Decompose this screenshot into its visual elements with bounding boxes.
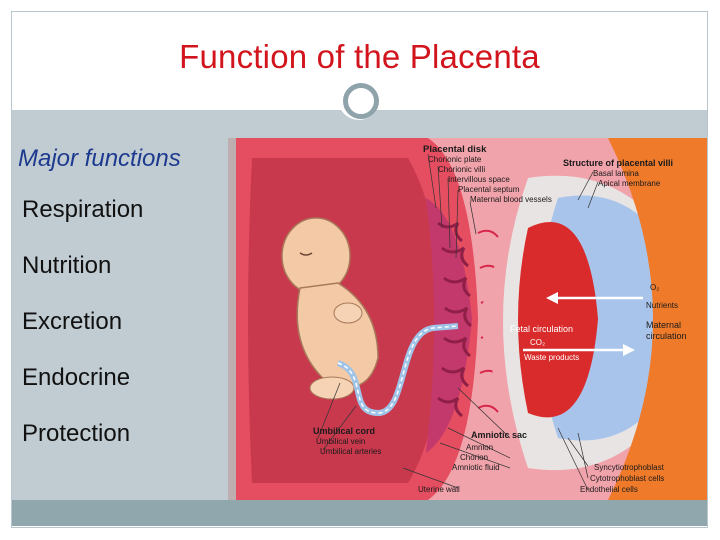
- villi-structure-title: Structure of placental villi: [563, 158, 673, 168]
- chorionic-plate-label: Chorionic plate: [428, 155, 482, 164]
- maternal-blood-vessels-label: Maternal blood vessels: [470, 195, 552, 204]
- bullet-text: Respiration: [22, 196, 144, 223]
- bullet-text: Excretion: [22, 308, 123, 335]
- syncytiotrophoblast-label: Syncytiotrophoblast: [594, 463, 665, 472]
- bullet-text: Nutrition: [22, 252, 112, 279]
- chorion-label: Chorion: [460, 453, 488, 462]
- basal-lamina-label: Basal lamina: [593, 169, 639, 178]
- maternal-circulation-line1: Maternal: [646, 320, 681, 330]
- o2-arrow-head: [546, 292, 558, 304]
- amniotic-sac-title: Amniotic sac: [471, 430, 527, 440]
- co2-arrow-head: [623, 344, 635, 356]
- umbilical-vein-label: Umbilical vein: [316, 437, 365, 446]
- umbilical-arteries-label: Umbilical arteries: [320, 447, 381, 456]
- bullet-endocrine: Endocrine: [20, 360, 143, 416]
- fetus-illustration: [281, 217, 379, 400]
- nutrients-label: Nutrients: [646, 301, 678, 310]
- fetal-circulation-label: Fetal circulation: [510, 324, 573, 334]
- function-bullet-list: Respiration Nutrition Excretion Endocrin…: [20, 192, 143, 472]
- intervillous-space-label: Intervillous space: [448, 175, 510, 184]
- divider-circle-icon: [343, 83, 379, 119]
- placental-disk-title: Placental disk: [423, 144, 487, 155]
- waste-products-label: Waste products: [524, 353, 579, 362]
- umbilical-cord-stripe: [337, 325, 459, 414]
- label-pointer-lines: [317, 153, 599, 491]
- apical-membrane-label: Apical membrane: [598, 179, 661, 188]
- bullet-protection: Protection: [20, 416, 143, 472]
- umbilical-cord-title: Umbilical cord: [313, 426, 375, 436]
- maternal-circulation-area: [608, 138, 707, 500]
- chorionic-villi-label: Chorionic villi: [438, 165, 485, 174]
- slide-title: Function of the Placenta: [179, 38, 540, 75]
- uterine-wall-label: Uterine wall: [418, 485, 460, 494]
- amnion-label: Amnion: [466, 443, 493, 452]
- chorionic-villi: [437, 221, 472, 418]
- placenta-diagram: Placental disk Chorionic plate Chorionic…: [228, 138, 707, 500]
- bullet-text: Endocrine: [22, 364, 131, 391]
- co2-label: CO₂: [530, 338, 545, 347]
- bullet-excretion: Excretion: [20, 304, 143, 360]
- bullet-text: Protection: [22, 420, 131, 447]
- major-functions-heading: Major functions: [18, 145, 181, 172]
- amniotic-fluid-label: Amniotic fluid: [452, 463, 500, 472]
- maternal-circulation-line2: circulation: [646, 331, 687, 341]
- o2-label: O₂: [650, 283, 659, 292]
- cytotrophoblast-label: Cytotrophoblast cells: [590, 474, 664, 483]
- footer-bar: [12, 500, 707, 526]
- bullet-nutrition: Nutrition: [20, 248, 143, 304]
- slide-frame: [11, 11, 708, 528]
- bullet-respiration: Respiration: [20, 192, 143, 248]
- placental-septum-label: Placental septum: [458, 185, 520, 194]
- fetal-circulation-area: [518, 222, 598, 418]
- endothelial-cells-label: Endothelial cells: [580, 485, 638, 494]
